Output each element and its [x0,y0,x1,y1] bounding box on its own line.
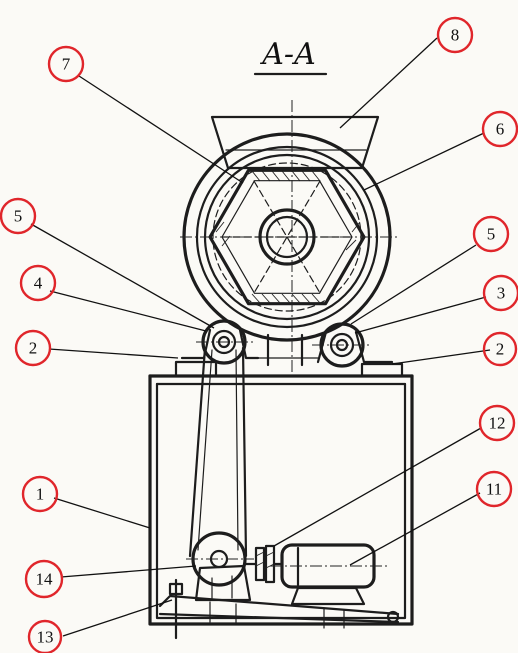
svg-text:12: 12 [489,414,506,433]
callout-4: 4 [19,264,57,302]
callout-1: 1 [21,475,59,513]
callout-13: 13 [27,619,63,653]
roller-brackets [180,328,394,367]
svg-text:7: 7 [62,55,71,74]
svg-text:6: 6 [496,120,505,139]
callout-14: 14 [24,559,64,599]
svg-text:4: 4 [34,274,43,293]
callout-11: 11 [475,470,513,508]
callout-6: 6 [481,110,518,148]
hopper [210,115,380,170]
leader-lines [30,37,491,637]
frame [148,360,414,626]
callout-2-right: 2 [482,331,518,367]
svg-text:5: 5 [14,207,23,226]
drive-belt [188,346,248,558]
callout-5-right: 5 [472,215,510,253]
electric-motor [270,543,388,606]
reducer-pulley [186,531,254,602]
callout-7: 7 [47,45,85,83]
left-roller [196,319,254,365]
coupling [243,544,284,584]
svg-text:1: 1 [36,485,45,504]
svg-text:5: 5 [487,225,496,244]
svg-text:13: 13 [37,628,54,647]
svg-text:3: 3 [497,284,506,303]
svg-text:14: 14 [36,570,54,589]
svg-text:2: 2 [496,340,505,359]
svg-text:8: 8 [451,26,460,45]
callout-8: 8 [436,16,474,54]
callout-3: 3 [482,274,518,312]
svg-text:2: 2 [29,339,38,358]
base-plate [158,578,400,640]
section-title: A-A [259,37,315,72]
callout-12: 12 [478,404,516,442]
svg-text:11: 11 [486,480,502,499]
callout-5-left: 5 [0,197,37,235]
callout-2-left: 2 [14,329,52,367]
